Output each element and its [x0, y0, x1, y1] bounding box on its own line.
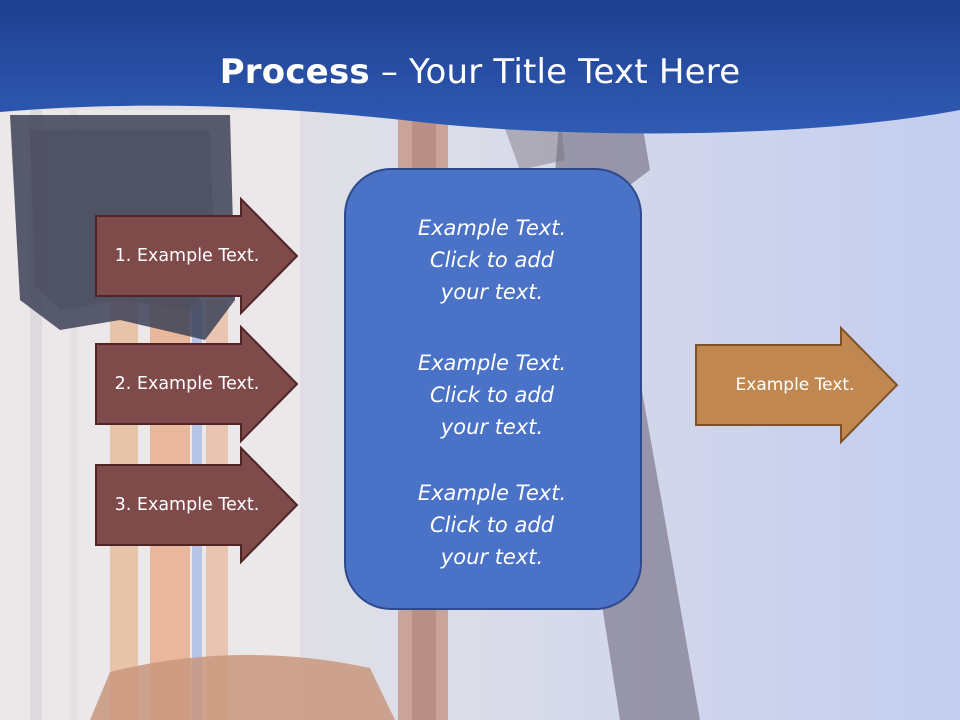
title-bold: Process	[219, 52, 370, 92]
left-arrow-2-label: 2. Example Text.	[114, 374, 260, 394]
center-block-1-line-3: your text.	[440, 280, 544, 304]
center-box	[344, 168, 642, 610]
center-block-2: Example Text. Click to add your text.	[346, 347, 638, 443]
center-block-1-line-2: Click to add	[429, 248, 554, 272]
center-block-1-line-1: Example Text.	[417, 216, 567, 240]
center-block-2-line-2: Click to add	[429, 383, 554, 407]
left-arrow-3-label: 3. Example Text.	[114, 495, 260, 515]
center-block-2-line-1: Example Text.	[417, 351, 567, 375]
right-arrow-label: Example Text.	[735, 375, 855, 395]
center-block-2-line-3: your text.	[440, 415, 544, 439]
center-block-1: Example Text. Click to add your text.	[346, 212, 638, 308]
left-arrow-1	[95, 197, 299, 316]
title-rest: – Your Title Text Here	[369, 52, 741, 92]
left-arrow-1-label: 1. Example Text.	[114, 246, 260, 266]
center-block-3-line-2: Click to add	[429, 513, 554, 537]
right-arrow	[695, 326, 899, 445]
left-arrow-2	[95, 325, 299, 444]
center-block-3-line-3: your text.	[440, 545, 544, 569]
center-block-3: Example Text. Click to add your text.	[346, 477, 638, 573]
left-arrow-3	[95, 446, 299, 565]
center-block-3-line-1: Example Text.	[417, 481, 567, 505]
slide-title: Process – Your Title Text Here	[0, 52, 960, 92]
